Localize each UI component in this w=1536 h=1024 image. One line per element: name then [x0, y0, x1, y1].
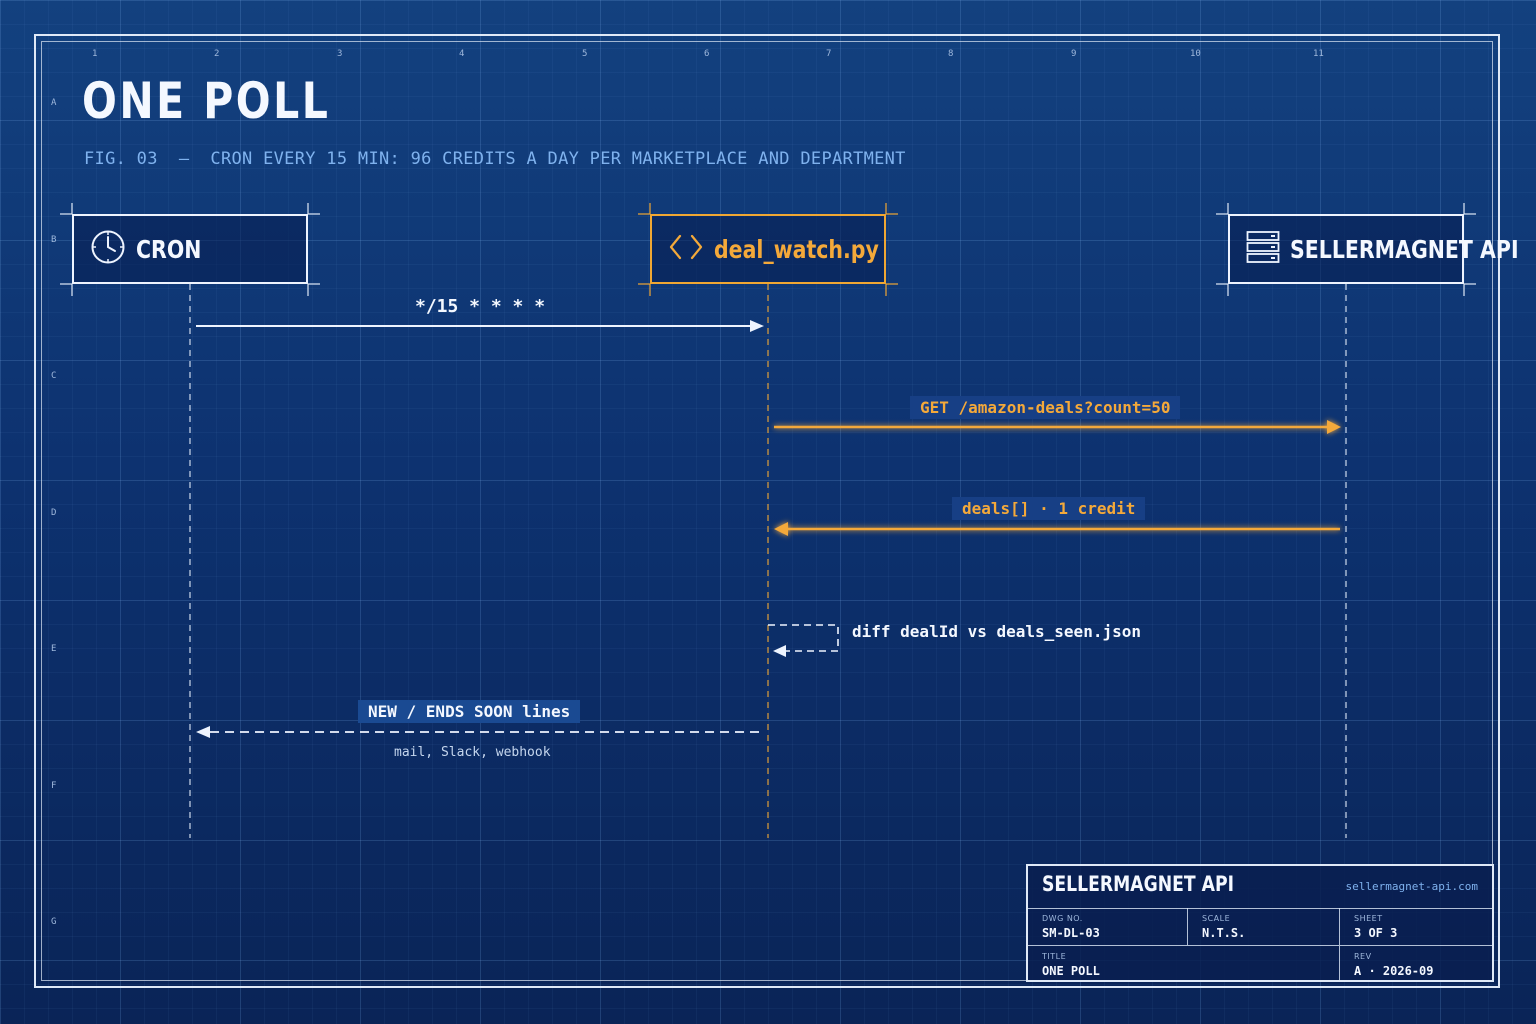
arrow-cron-trigger: [196, 320, 764, 332]
arrow-notify: [196, 726, 764, 738]
grid-ref-col: 1: [92, 49, 98, 59]
arrow-deals-response: [774, 522, 1340, 536]
scale-label: SCALE: [1202, 914, 1231, 923]
code-icon: [668, 232, 704, 266]
title-value: ONE POLL: [1042, 964, 1100, 978]
rev-label: REV: [1354, 952, 1372, 961]
grid-ref-col: 9: [1071, 49, 1077, 59]
sheet-label: SHEET: [1354, 914, 1383, 923]
grid-ref-col: 11: [1313, 49, 1324, 59]
title-block-scale: SCALE N.T.S.: [1188, 908, 1340, 946]
message-cron-schedule: */15 * * * *: [415, 296, 546, 317]
actor-cron: CRON: [72, 214, 308, 284]
figure-caption: FIG. 03 — CRON EVERY 15 MIN: 96 CREDITS …: [84, 149, 906, 169]
dwg-no-value: SM-DL-03: [1042, 926, 1100, 940]
api-box-ticks: [1216, 203, 1476, 296]
actor-api: SELLERMAGNET API: [1228, 214, 1519, 284]
grid-ref-row: B: [51, 235, 57, 245]
message-deals-response: deals[] · 1 credit: [952, 497, 1146, 520]
grid-ref-col: 3: [337, 49, 343, 59]
grid-ref-row: E: [51, 644, 57, 654]
title-block-title: TITLE ONE POLL: [1028, 946, 1340, 982]
title-block-dwg-no: DWG NO. SM-DL-03: [1028, 908, 1188, 946]
message-notify-channels: mail, Slack, webhook: [394, 745, 551, 760]
grid-ref-row: G: [51, 917, 57, 927]
grid-ref-col: 4: [459, 49, 465, 59]
cron-box-ticks: [60, 203, 320, 296]
title-block: SELLERMAGNET API sellermagnet-api.com DW…: [1026, 864, 1494, 982]
rev-value: A · 2026-09: [1354, 964, 1434, 978]
arrow-diff-self: [768, 624, 839, 657]
grid-ref-col: 5: [582, 49, 588, 59]
clock-icon: [90, 229, 126, 269]
actor-script: deal_watch.py: [650, 214, 886, 284]
grid-ref-col: 8: [948, 49, 954, 59]
actor-cron-label: CRON: [136, 234, 202, 264]
drawing-frame-inner: [41, 41, 1493, 981]
title-block-sheet: SHEET 3 OF 3: [1340, 908, 1492, 946]
page-title: ONE POLL: [82, 72, 331, 130]
title-label: TITLE: [1042, 952, 1067, 961]
grid-ref-row: C: [51, 371, 57, 381]
arrow-get-request: [774, 420, 1341, 434]
grid-ref-col: 7: [826, 49, 832, 59]
message-get-request: GET /amazon-deals?count=50: [910, 396, 1181, 419]
sheet-value: 3 OF 3: [1354, 926, 1398, 940]
actor-script-label: deal_watch.py: [714, 234, 879, 264]
server-icon: [1246, 230, 1280, 268]
title-block-name: SELLERMAGNET API: [1042, 872, 1235, 896]
drawing-frame: [34, 34, 1500, 988]
script-box-ticks: [638, 203, 898, 296]
message-diff: diff dealId vs deals_seen.json: [852, 622, 1141, 641]
grid-ref-col: 6: [704, 49, 710, 59]
scale-value: N.T.S.: [1202, 926, 1246, 940]
title-block-header: SELLERMAGNET API sellermagnet-api.com: [1028, 866, 1492, 909]
grid-ref-row: F: [51, 781, 57, 791]
message-notify: NEW / ENDS SOON lines: [358, 700, 581, 723]
title-block-rev: REV A · 2026-09: [1340, 946, 1492, 982]
title-block-url: sellermagnet-api.com: [1345, 880, 1478, 893]
grid-ref-col: 10: [1190, 49, 1201, 59]
grid-ref-col: 2: [214, 49, 220, 59]
dwg-no-label: DWG NO.: [1042, 914, 1083, 923]
grid-ref-row: A: [51, 98, 57, 108]
actor-api-label: SELLERMAGNET API: [1290, 234, 1519, 264]
grid-ref-row: D: [51, 508, 57, 518]
